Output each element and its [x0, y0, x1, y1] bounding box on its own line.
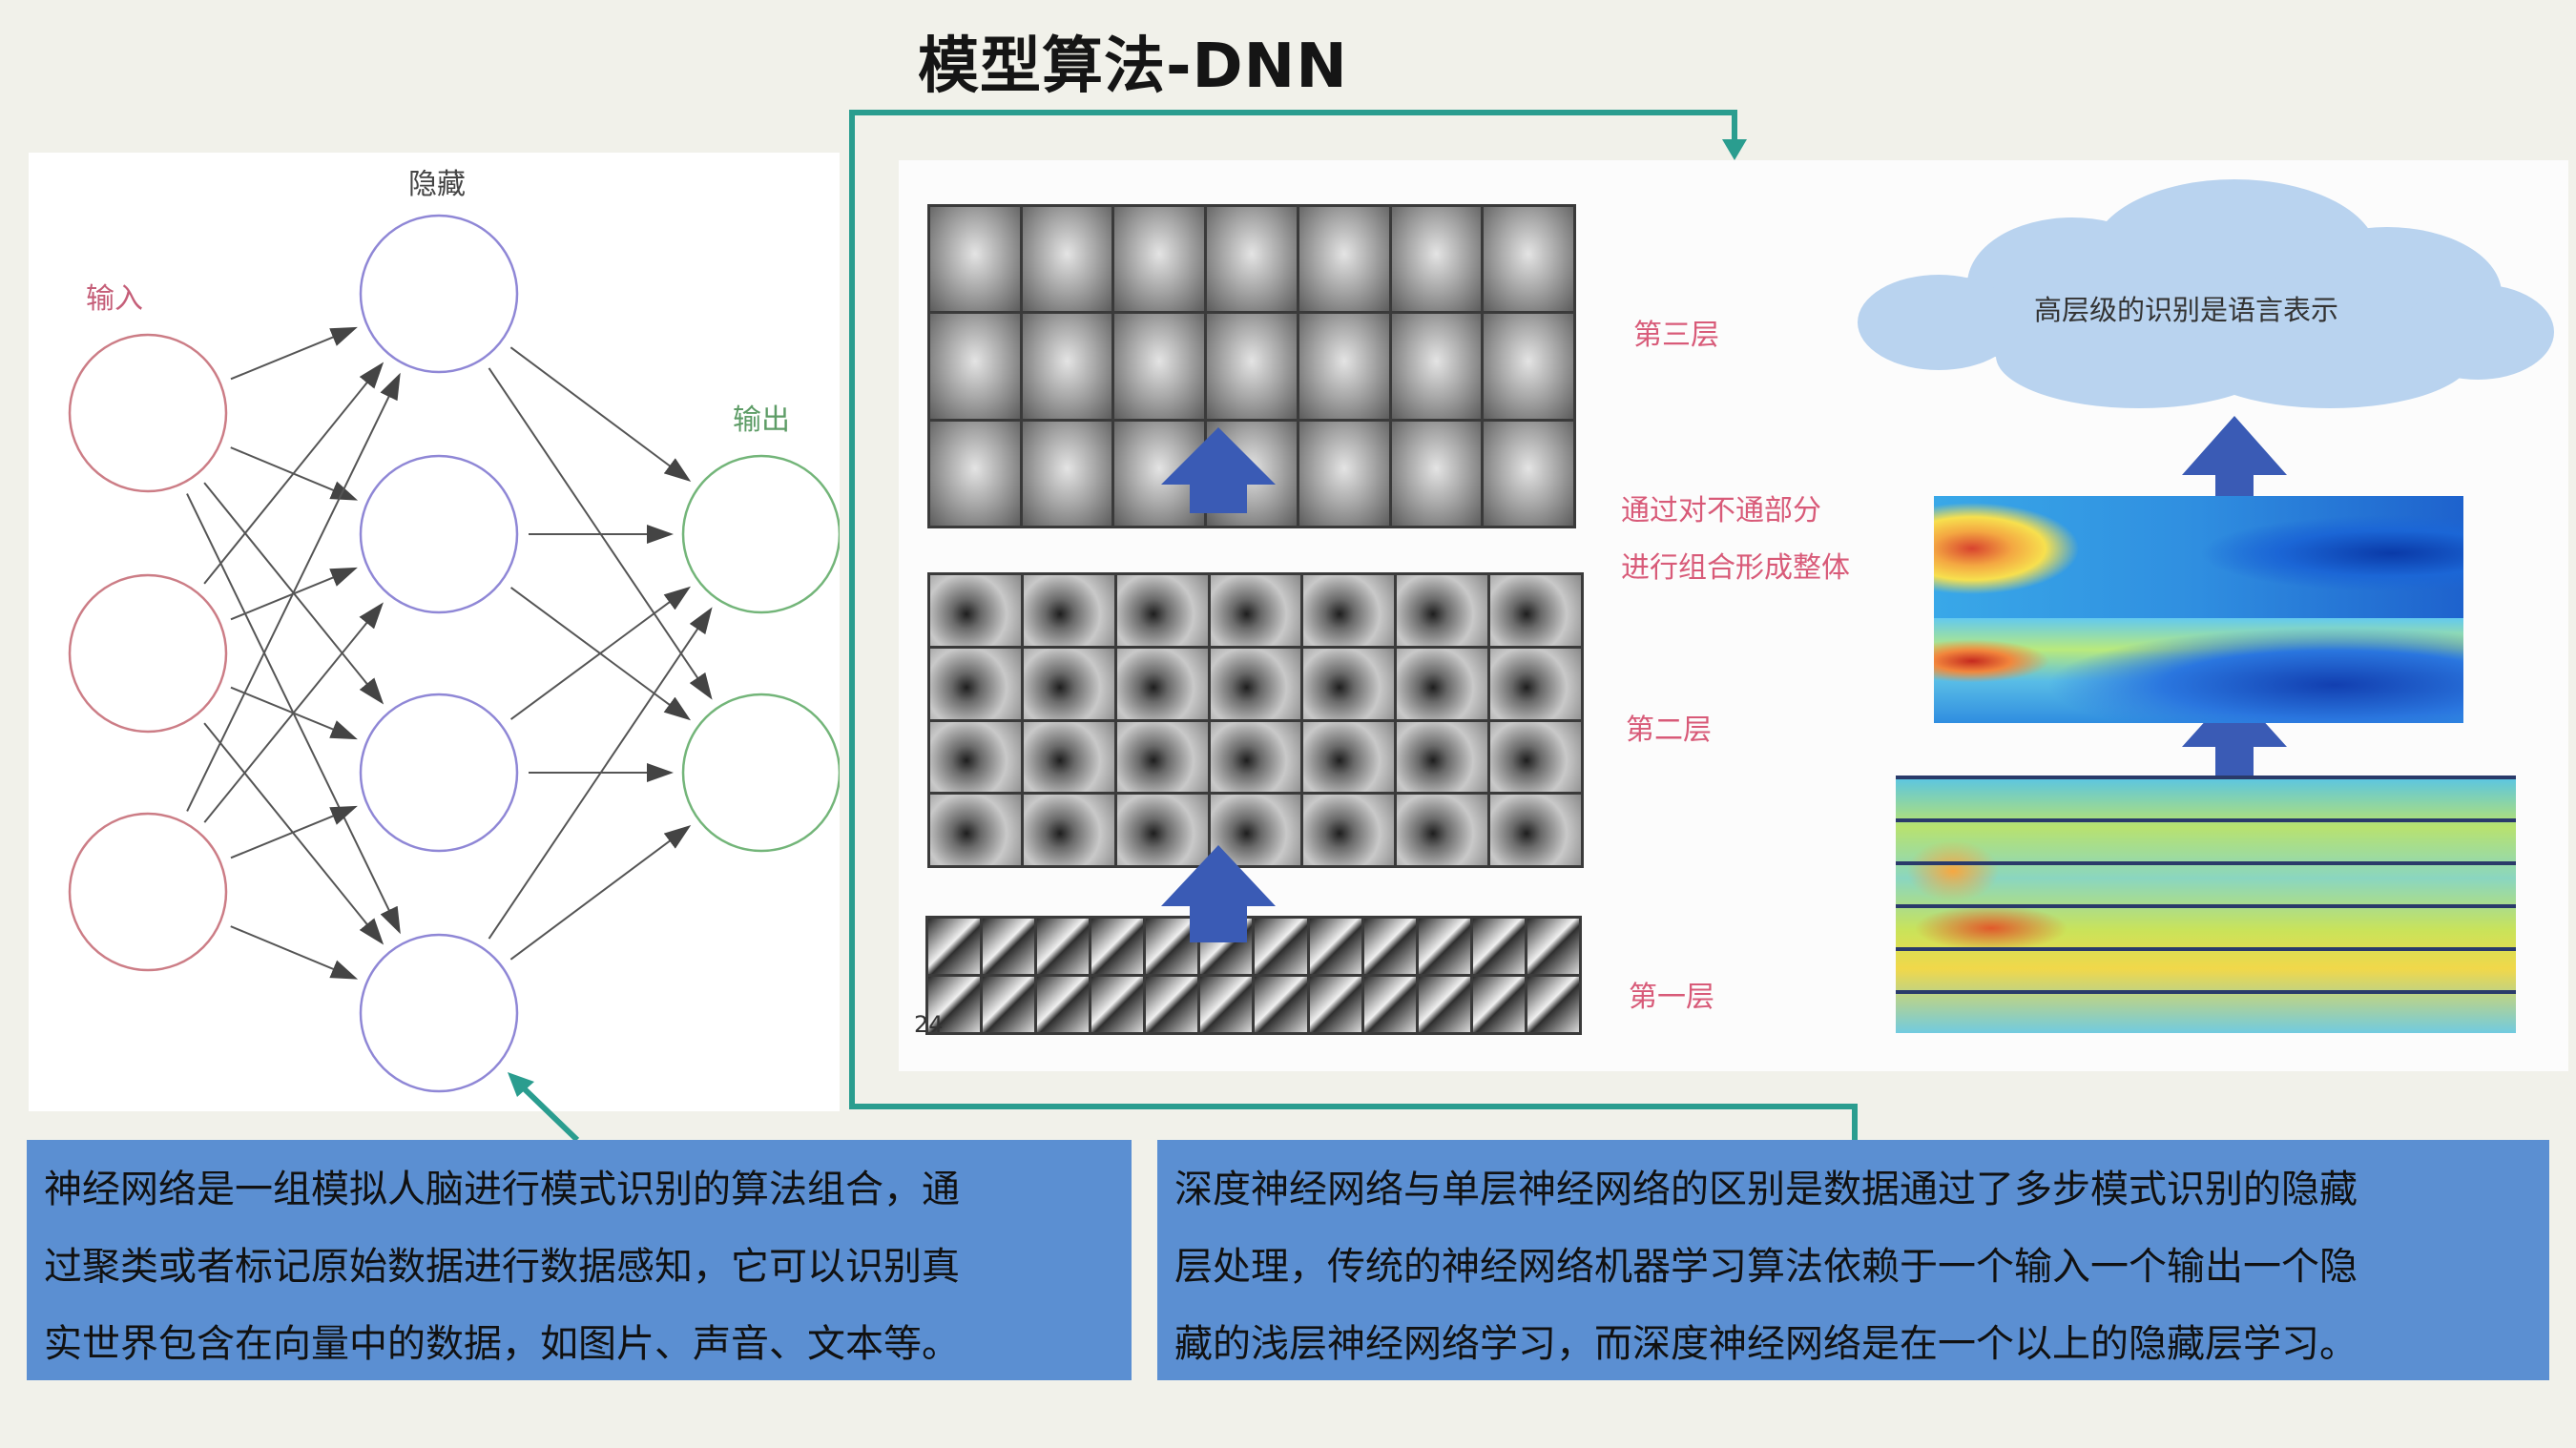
neural-network-diagram: 输入 隐藏 输出	[29, 153, 841, 1111]
connection-arrow	[230, 326, 358, 381]
input-node	[68, 573, 228, 734]
caption-line: 过聚类或者标记原始数据进行数据感知，它可以识别真	[44, 1245, 960, 1289]
layer3-label: 第三层	[1633, 319, 1719, 352]
connection-arrow	[488, 367, 713, 700]
arrow-up-icon	[2182, 689, 2287, 799]
input-node	[68, 812, 228, 972]
output-node	[681, 454, 841, 614]
network-nodes	[68, 214, 841, 1093]
layer1-label: 第一层	[1629, 981, 1714, 1014]
connector-arrowhead-icon	[1722, 139, 1747, 160]
neural-network-svg	[68, 214, 841, 1093]
arrow-up-icon	[2182, 416, 2287, 523]
heatmap-lower	[1934, 618, 2463, 723]
arrow-up-icon	[1161, 845, 1276, 942]
caption-line: 深度神经网络与单层神经网络的区别是数据通过了多步模式识别的隐藏	[1174, 1168, 2358, 1211]
output-node	[681, 693, 841, 853]
hidden-node	[359, 933, 519, 1093]
input-layer-label: 输入	[86, 282, 143, 316]
cloud-text: 高层级的识别是语言表示	[2034, 294, 2339, 326]
caption-deep-network: 深度神经网络与单层神经网络的区别是数据通过了多步模式识别的隐藏 层处理，传统的神…	[1157, 1140, 2549, 1380]
connection-arrow	[230, 805, 358, 859]
combine-text-line1: 通过对不通部分	[1621, 494, 1821, 527]
combine-text-line2: 进行组合形成整体	[1621, 551, 1850, 585]
connection-arrow	[203, 362, 384, 585]
layer2-label: 第二层	[1626, 714, 1712, 747]
caption-neural-network: 神经网络是一组模拟人脑进行模式识别的算法组合，通 过聚类或者标记原始数据进行数据…	[27, 1140, 1132, 1380]
cloud-icon	[1858, 179, 2554, 408]
output-layer-label: 输出	[733, 403, 790, 437]
hidden-node	[359, 693, 519, 853]
connection-arrow	[203, 602, 384, 823]
connection-arrow	[230, 925, 359, 980]
network-connections	[186, 326, 713, 980]
hidden-layer-label: 隐藏	[408, 168, 466, 201]
deep-learning-diagram: 24 高层级的识别是语言表示 第三层 通过对不通部分 进行组合形成整体 第二层 …	[899, 160, 2568, 1071]
heatmap-upper	[1934, 496, 2463, 620]
caption-line: 神经网络是一组模拟人脑进行模式识别的算法组合，通	[44, 1168, 960, 1211]
hidden-node	[359, 454, 519, 614]
deep-arrows-svg	[1161, 179, 2554, 942]
caption-line: 藏的浅层神经网络学习，而深度神经网络是在一个以上的隐藏层学习。	[1174, 1322, 2358, 1366]
caption-line: 实世界包含在向量中的数据，如图片、声音、文本等。	[44, 1322, 960, 1366]
caption-line: 层处理，传统的神经网络机器学习算法依赖于一个输入一个输出一个隐	[1174, 1245, 2358, 1289]
page-title: 模型算法-DNN	[918, 31, 1348, 102]
connection-arrow	[509, 824, 692, 961]
heatmap-bottom	[1896, 776, 2516, 1033]
input-node	[68, 333, 228, 493]
connection-arrow	[509, 346, 692, 483]
connection-arrow	[488, 607, 713, 940]
hidden-node	[359, 214, 519, 374]
connection-arrow	[186, 372, 401, 812]
connection-arrow	[509, 586, 692, 720]
arrow-up-icon	[1161, 427, 1276, 513]
